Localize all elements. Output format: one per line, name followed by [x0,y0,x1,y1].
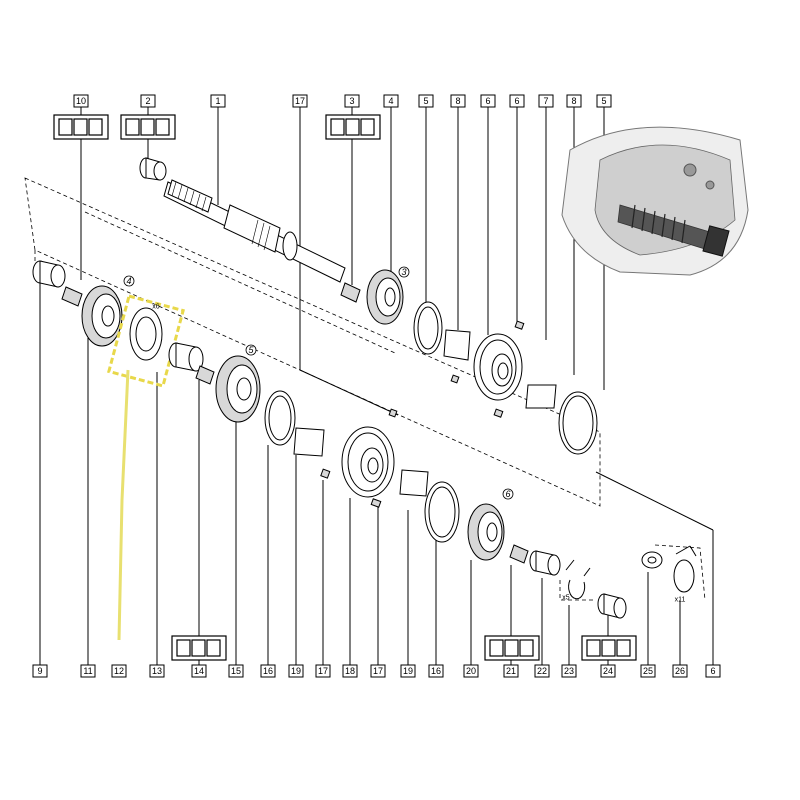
assembly-dashed-outline [24,177,601,507]
keys-8a [443,329,471,384]
dashed-23-group [559,580,595,601]
circlip-23 [565,559,591,600]
callout-19-a[interactable]: 19 [291,666,301,676]
top-leader-lines [80,104,605,416]
key-6b [493,320,525,418]
circlip-26 [673,545,697,593]
top-callouts: 10 2 1 17 3 4 5 8 6 6 7 8 5 [73,94,612,108]
step-label-3: 3 [401,267,406,277]
callout-14[interactable]: 14 [194,666,204,676]
callout-22[interactable]: 22 [537,666,547,676]
qty-grid-2 [120,114,176,140]
callout-12[interactable]: 12 [114,666,124,676]
nut-25 [641,551,663,569]
callout-18[interactable]: 18 [345,666,355,676]
callout-16-b[interactable]: 16 [431,666,441,676]
callout-8-top-b[interactable]: 8 [571,96,576,106]
callout-26[interactable]: 26 [675,666,685,676]
callout-21[interactable]: 21 [506,666,516,676]
thrust-washer-12 [129,307,163,361]
gearbox-inset-illustration [561,126,749,276]
gear-20 [467,503,505,561]
callout-25[interactable]: 25 [643,666,653,676]
bushing-9 [32,260,66,288]
callout-2[interactable]: 2 [145,96,150,106]
gear-11 [81,285,123,347]
callout-23[interactable]: 23 [564,666,574,676]
key-17b [320,468,331,479]
synchro-ring-16b [424,481,460,543]
step-label-6: 6 [505,489,510,499]
needle-bearing-21 [509,544,529,564]
callout-9[interactable]: 9 [37,666,42,676]
qty-label-x6: x6 [152,304,160,311]
callout-11[interactable]: 11 [83,666,92,676]
synchro-ring-5a [413,301,443,355]
sleeve-hub-18 [341,426,395,498]
synchro-ring-5b [558,391,598,455]
dashed-26-group [654,544,706,601]
step-label-5: 5 [248,345,254,355]
main-shaft [163,179,346,283]
callout-16-a[interactable]: 16 [263,666,273,676]
callout-17-top[interactable]: 17 [295,96,305,106]
callout-20[interactable]: 20 [466,666,476,676]
qty-grid-3 [325,114,381,140]
synchro-ring-16a [264,390,296,446]
bearing-2 [139,157,167,181]
callout-6-top-b[interactable]: 6 [514,96,519,106]
callout-24[interactable]: 24 [603,666,613,676]
callout-6-top-a[interactable]: 6 [485,96,490,106]
callout-6-bottom[interactable]: 6 [710,666,715,676]
callout-8-top-a[interactable]: 8 [455,96,460,106]
needle-bearing-10 [61,286,83,307]
gear-15 [215,355,261,423]
qty-grid-21 [484,635,540,661]
gear-4-upper [366,269,404,325]
ring-8b [525,384,557,409]
callout-7[interactable]: 7 [543,96,548,106]
spring-19a [293,427,325,457]
bearing-24 [597,593,627,619]
bottom-leader-lines [39,276,714,665]
callout-17-c[interactable]: 17 [373,666,383,676]
bushing-13 [168,342,204,372]
spring-19b [399,469,429,497]
callout-3[interactable]: 3 [349,96,354,106]
callout-5-top-b[interactable]: 5 [601,96,606,106]
key-17c [370,408,398,508]
sleeve-hub-6a [473,333,523,401]
callout-19-b[interactable]: 19 [403,666,413,676]
needle-bearing-3 [340,282,361,303]
callout-5-top-a[interactable]: 5 [423,96,428,106]
qty-label-x5: x5 [562,595,570,602]
qty-label-x11: x11 [675,597,686,604]
callout-15[interactable]: 15 [231,666,241,676]
bushing-22 [529,550,561,576]
step-labels: 4 3 5 6 [123,266,514,500]
callout-17-b[interactable]: 17 [318,666,328,676]
highlight-leader [117,369,130,641]
qty-grid-14 [171,635,227,661]
needle-bearing-14 [195,365,215,385]
qty-grid-10 [53,114,109,140]
bottom-callouts: 9 11 12 13 14 15 16 19 17 18 17 19 16 20… [32,660,721,678]
quantity-labels: x6 x5 x11 [152,304,685,604]
step-label-4: 4 [126,276,131,286]
callout-10[interactable]: 10 [76,96,86,106]
qty-grid-24 [581,635,637,661]
callout-4[interactable]: 4 [388,96,393,106]
callout-13[interactable]: 13 [152,666,162,676]
callout-1[interactable]: 1 [215,96,220,106]
